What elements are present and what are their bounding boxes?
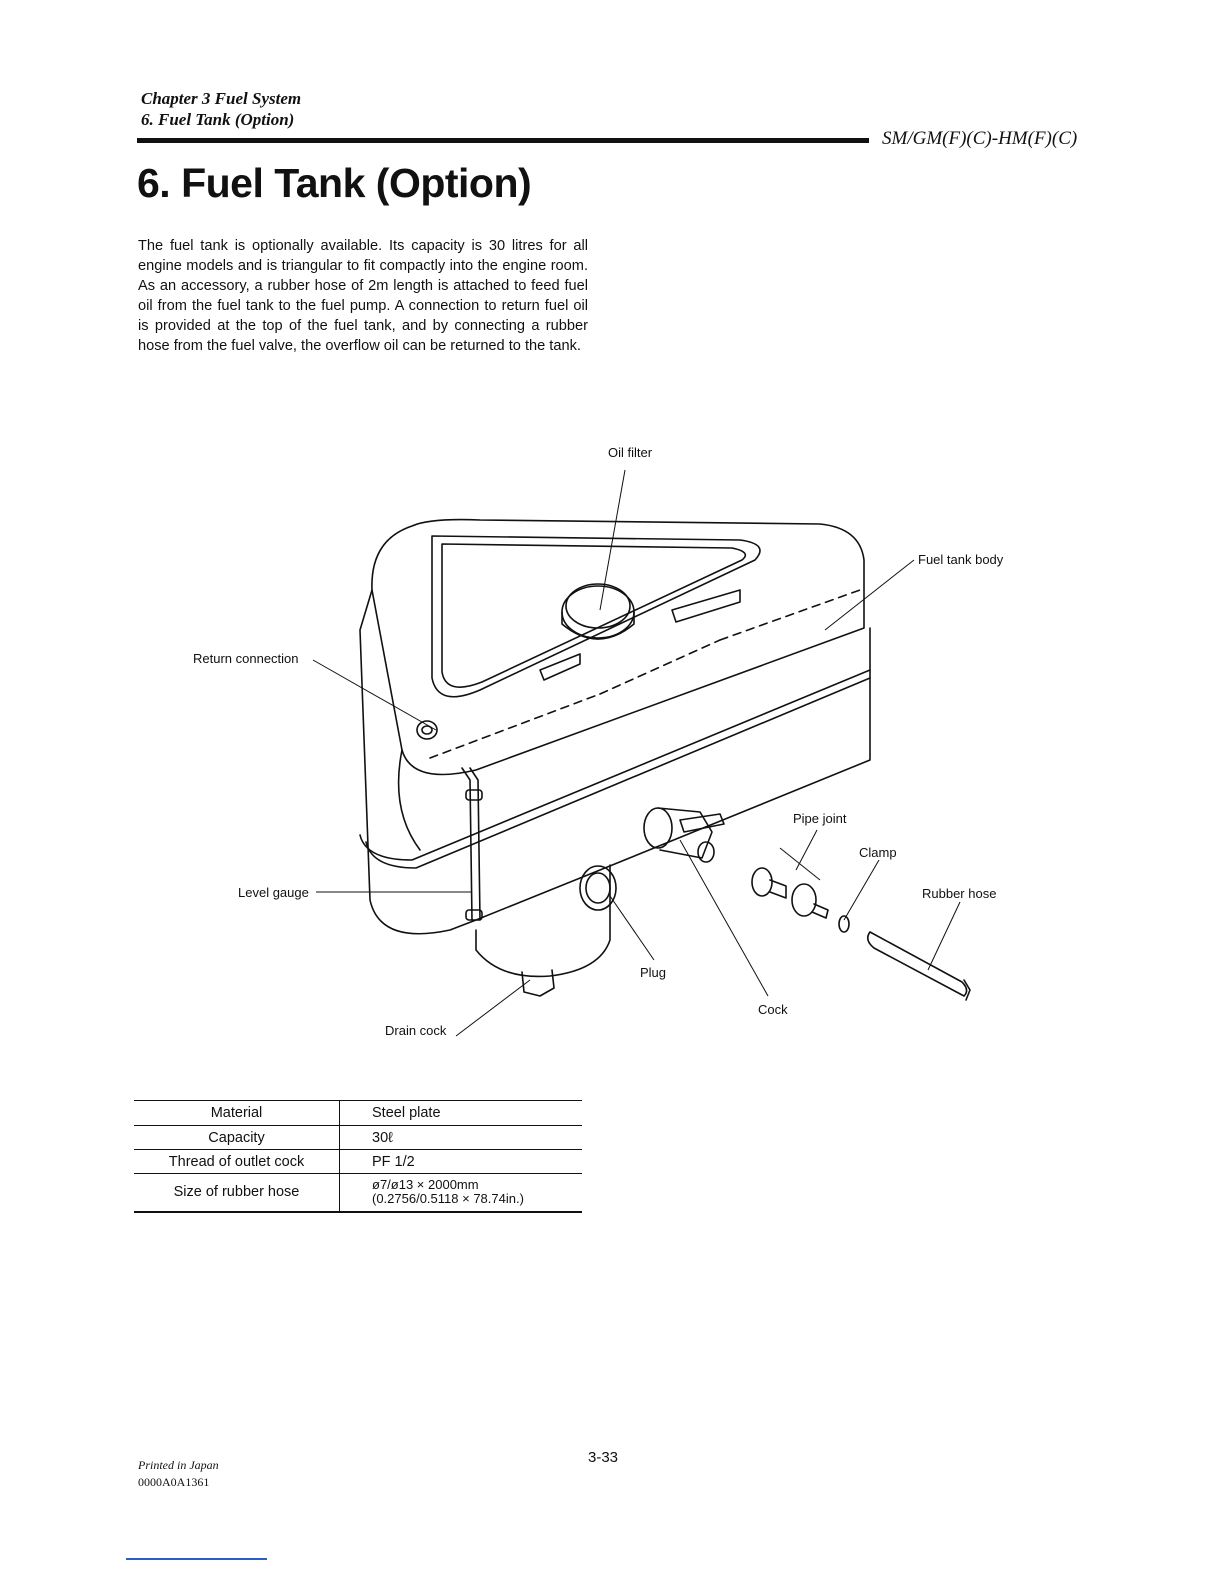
hose-size-metric: ø7/ø13 × 2000mm: [372, 1177, 479, 1193]
bottom-blue-rule: [126, 1558, 267, 1560]
return-connection-fitting: [416, 720, 438, 740]
table-row: Size of rubber hose ø7/ø13 × 2000mm (0.2…: [134, 1173, 582, 1213]
spec-table: Material Steel plate Capacity 30ℓ Thread…: [134, 1100, 582, 1213]
section-title: 6. Fuel Tank (Option): [141, 110, 295, 129]
document-code: 0000A0A1361: [138, 1475, 210, 1489]
model-code: SM/GM(F)(C)-HM(F)(C): [882, 128, 1078, 149]
pipe-joint: [751, 867, 773, 897]
header-rule: [137, 138, 869, 143]
clamp-ring: [838, 915, 850, 933]
page-title: 6. Fuel Tank (Option): [137, 160, 532, 206]
label-pipe-joint: Pipe joint: [793, 811, 847, 826]
spec-value: Steel plate: [339, 1100, 582, 1126]
body-paragraph: The fuel tank is optionally available. I…: [138, 238, 588, 354]
label-fuel-tank-body: Fuel tank body: [918, 552, 1004, 567]
plug: [579, 865, 617, 911]
spec-value: ø7/ø13 × 2000mm (0.2756/0.5118 × 78.74in…: [339, 1173, 582, 1213]
hose-size-imperial: (0.2756/0.5118 × 78.74in.): [372, 1191, 524, 1207]
label-plug: Plug: [640, 965, 666, 980]
oil-filter-cap: [561, 585, 635, 639]
tank-seam: [359, 669, 871, 861]
rubber-hose: [866, 931, 968, 997]
level-gauge-tube: [461, 767, 481, 921]
running-header: Chapter 3 Fuel System 6. Fuel Tank (Opti…: [141, 88, 301, 130]
label-rubber-hose: Rubber hose: [922, 886, 996, 901]
spec-value: PF 1/2: [339, 1149, 582, 1174]
chapter-title: Chapter 3 Fuel System: [141, 89, 302, 108]
tank-top-panel: [431, 535, 761, 698]
label-level-gauge: Level gauge: [238, 885, 309, 900]
label-drain-cock: Drain cock: [385, 1023, 447, 1038]
table-row: Thread of outlet cock PF 1/2: [134, 1149, 582, 1174]
printed-in: Printed in Japan: [138, 1458, 219, 1472]
page-number: 3-33: [588, 1449, 619, 1466]
spec-key: Size of rubber hose: [134, 1173, 340, 1213]
fuel-tank-figure: Oil filter Fuel tank body Return connect…: [193, 445, 1004, 1038]
cock: [643, 807, 673, 849]
label-clamp: Clamp: [859, 845, 897, 860]
table-row: Capacity 30ℓ: [134, 1125, 582, 1150]
spec-key: Capacity: [134, 1125, 340, 1150]
table-row: Material Steel plate: [134, 1100, 582, 1126]
spec-key: Material: [134, 1100, 340, 1126]
label-oil-filter: Oil filter: [608, 445, 653, 460]
label-cock: Cock: [758, 1002, 788, 1017]
spec-key: Thread of outlet cock: [134, 1149, 340, 1174]
footer-print-info: Printed in Japan 0000A0A1361: [138, 1457, 219, 1491]
tank-top-outline: [371, 518, 865, 776]
tank-body-side: [359, 589, 871, 935]
tank-sump: [475, 864, 611, 978]
label-return-connection: Return connection: [193, 651, 299, 666]
spec-value: 30ℓ: [339, 1125, 582, 1150]
